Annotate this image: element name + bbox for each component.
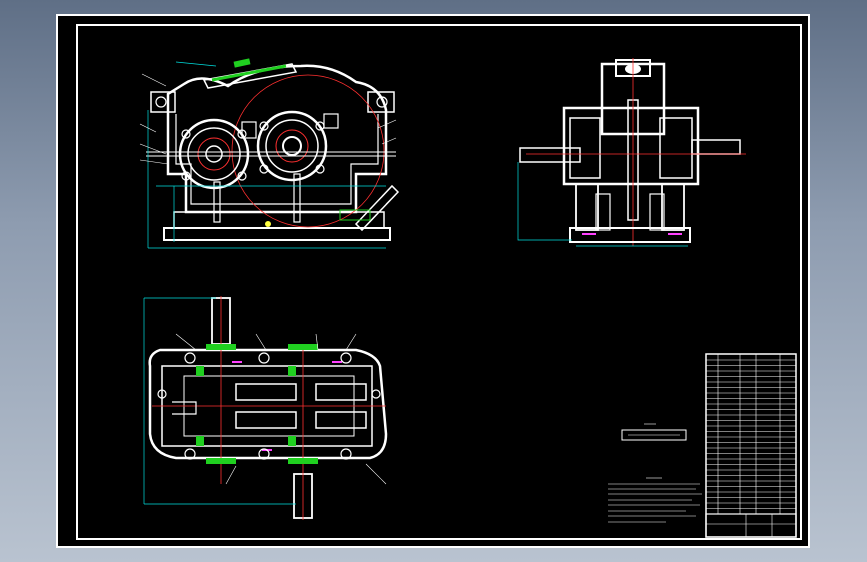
bearing-right [256,110,328,182]
side-housing [562,106,700,186]
cad-drawing [56,14,810,548]
gear-pitch-circle [231,74,385,228]
front-view [139,58,400,249]
inner-border [76,24,802,540]
side-shaft-left [519,147,581,163]
spec-box [621,429,687,441]
parts-list [705,353,797,538]
side-base [569,227,691,243]
notes-area [608,423,702,523]
drawing-sheet [56,14,810,548]
top-housing [148,348,388,460]
front-housing [166,64,388,214]
outer-border [56,14,810,548]
side-view [517,58,746,247]
front-base [163,227,391,241]
title-block [705,353,797,538]
top-view [143,296,388,520]
oil-gauge [354,184,400,232]
